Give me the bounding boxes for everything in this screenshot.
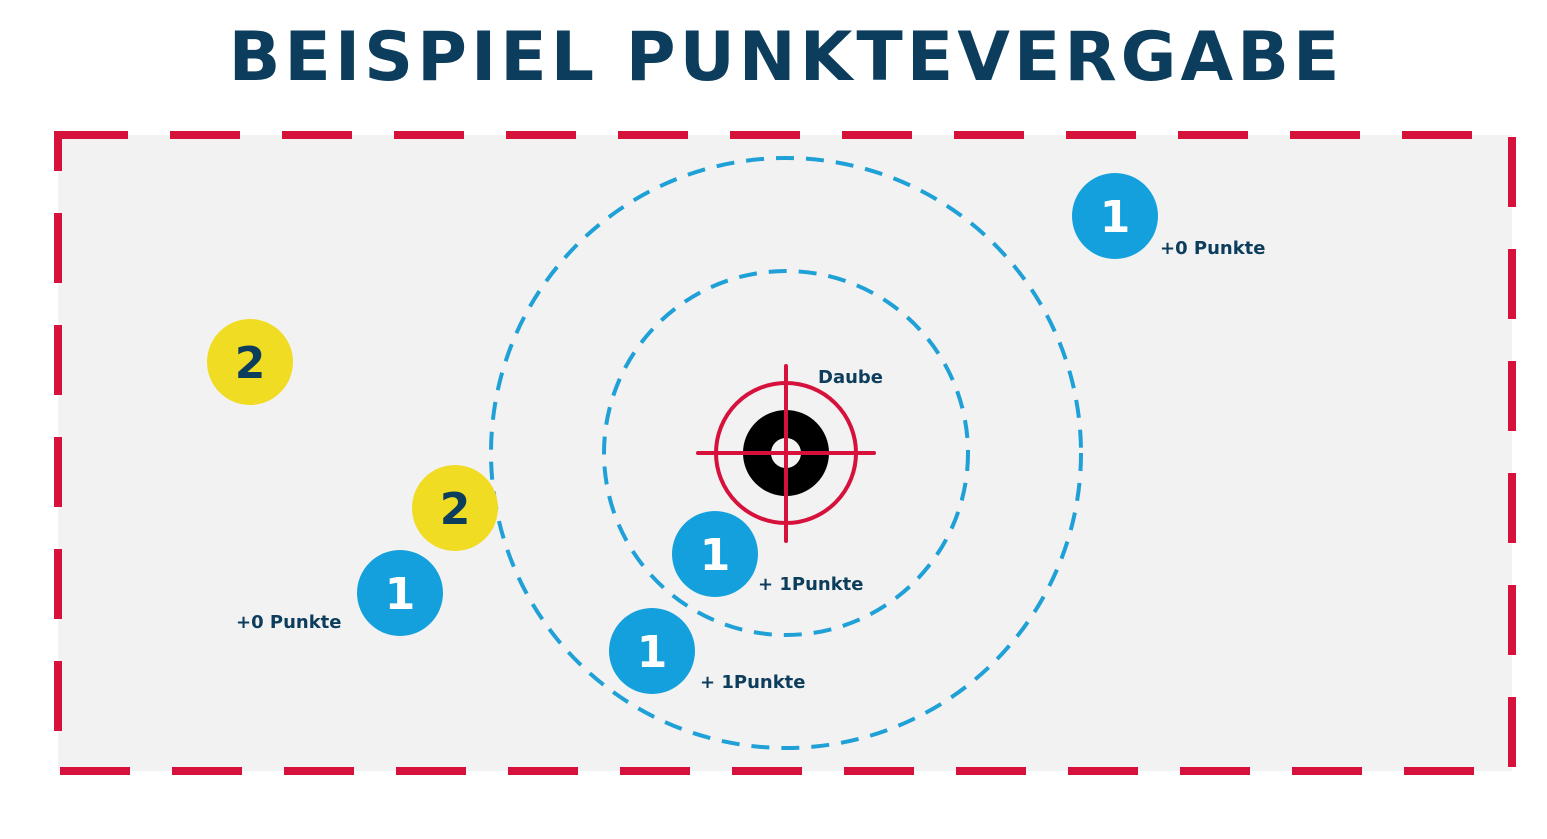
ball-number: 2 — [440, 484, 471, 535]
ball-number: 2 — [235, 338, 266, 389]
ball: 2 — [207, 319, 293, 405]
points-label: + 1Punkte — [758, 574, 863, 595]
ball: 1 — [609, 608, 695, 694]
points-label: + 1Punkte — [700, 672, 805, 693]
page-title: BEISPIEL PUNKTEVERGABE — [229, 18, 1344, 97]
inner-ring — [602, 269, 970, 637]
ball-number: 1 — [700, 530, 731, 581]
outer-ring — [489, 156, 1083, 750]
ball-number: 1 — [1100, 192, 1131, 243]
ball: 1 — [672, 511, 758, 597]
ball: 1 — [1072, 173, 1158, 259]
ball: 1 — [357, 550, 443, 636]
ball-number: 1 — [637, 627, 668, 678]
ball: 2 — [412, 465, 498, 551]
points-label: +0 Punkte — [1160, 238, 1265, 259]
target-label: Daube — [818, 367, 883, 388]
ball-number: 1 — [385, 569, 416, 620]
points-label: +0 Punkte — [236, 612, 341, 633]
target-crosshair-icon — [696, 364, 876, 543]
